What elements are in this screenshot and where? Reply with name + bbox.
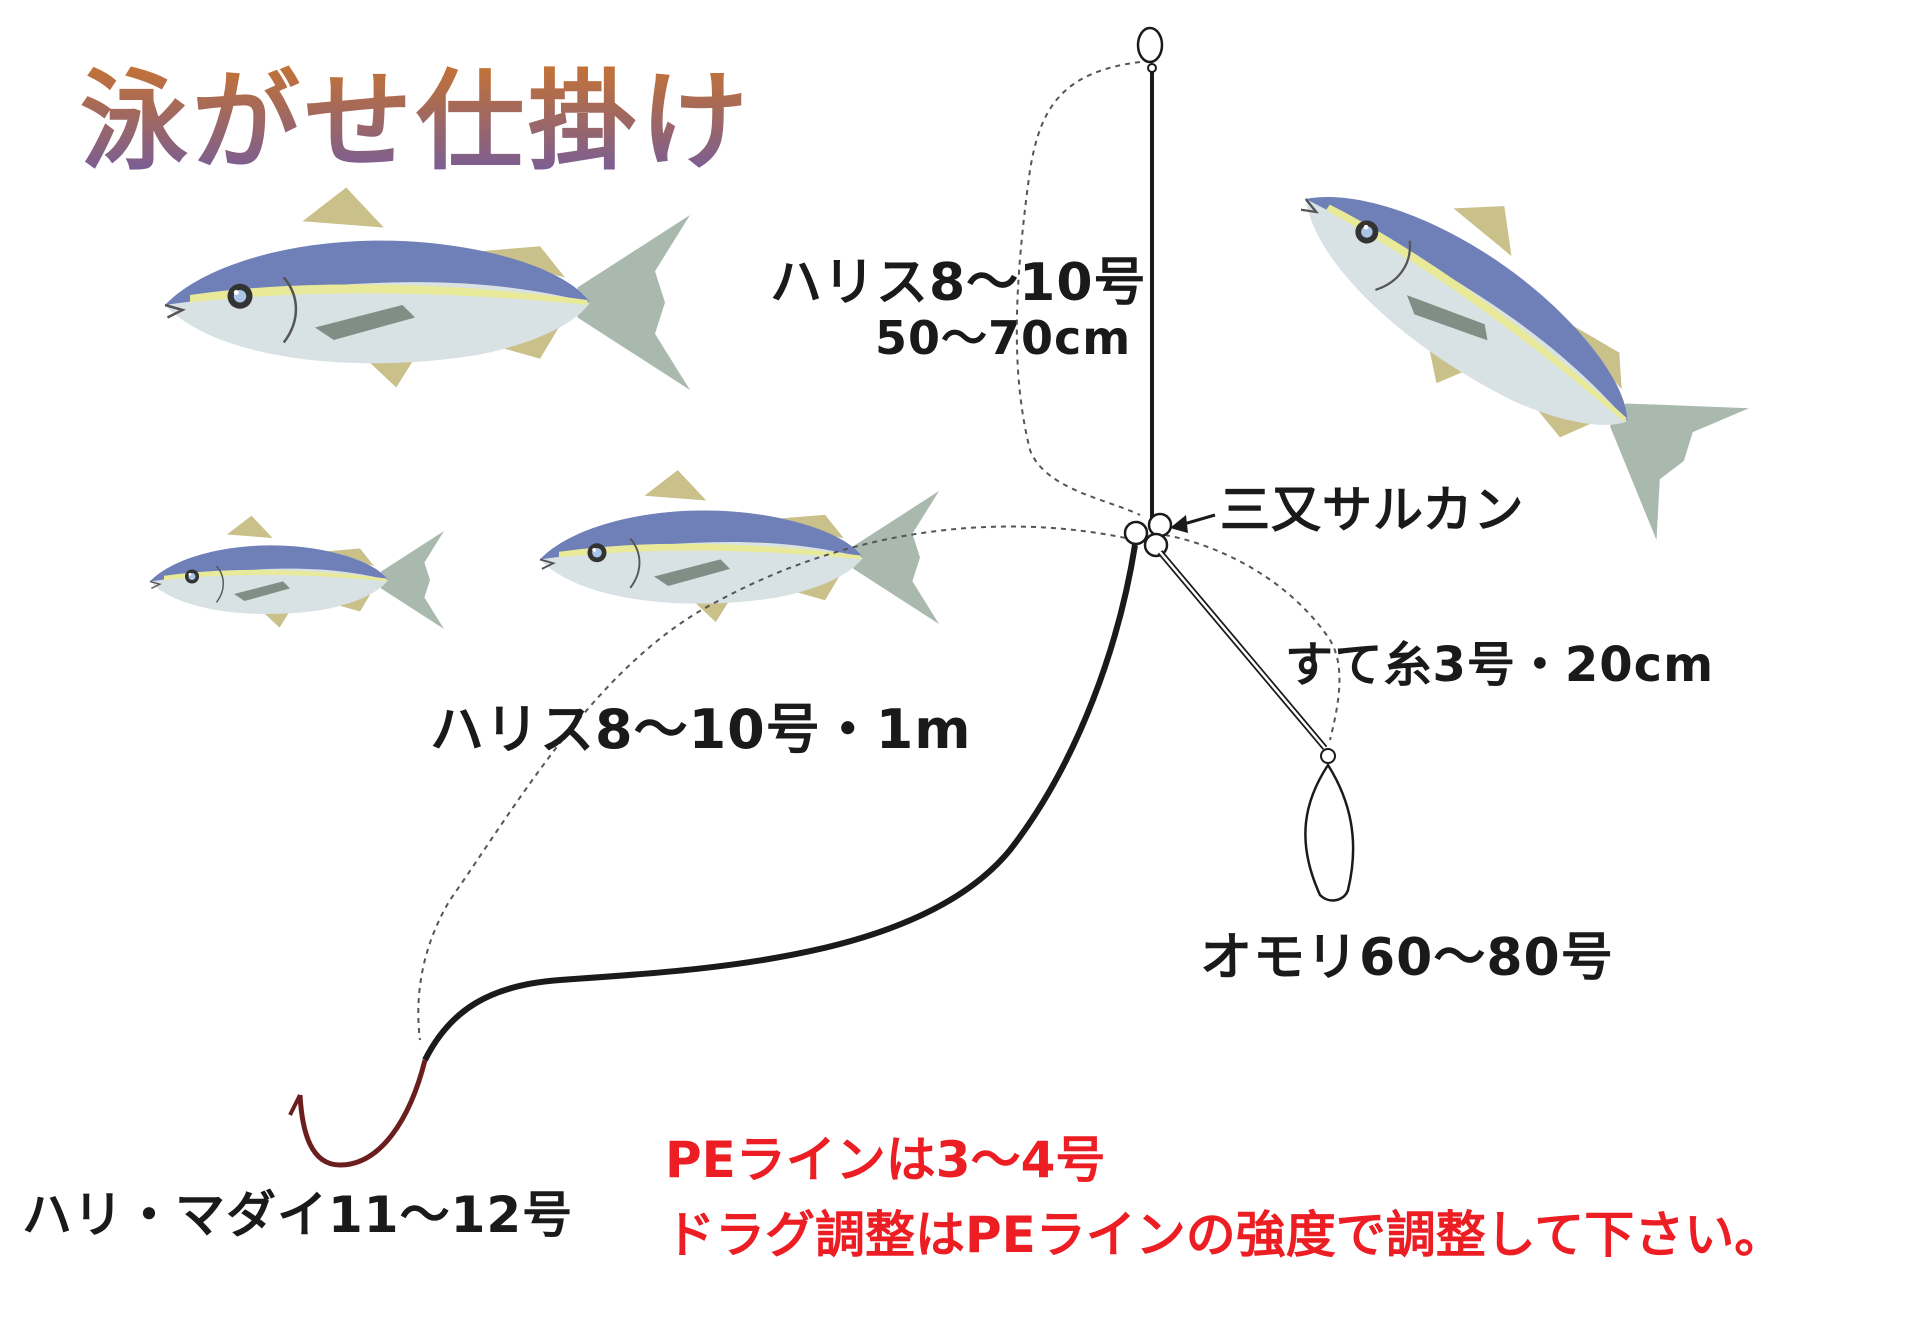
sinker-line-label: すて糸3号・20cm [1285,637,1715,693]
upper-leader-label: ハリス8〜10号 [770,253,1147,313]
upper-leader-length-label: 50〜70cm [875,311,1132,365]
hook-label: ハリ・マダイ11〜12号 [22,1186,574,1244]
diagram-title: 泳がせ仕掛け [80,35,752,191]
fish-middle-left [539,469,940,625]
fish-large-left [163,186,692,392]
sinker [1304,762,1355,902]
hook [297,1059,428,1168]
fish-small-left [149,514,445,630]
sinker-label: オモリ60〜80号 [1200,928,1614,988]
main-leader-label: ハリス8〜10号・1m [430,698,972,761]
upper-dashed-loop [1015,61,1141,516]
sinker-dashed-curve [1164,534,1341,741]
drag-note: ドラグ調整はPEラインの強度で調整して下さい。 [665,1206,1785,1264]
main-leader-line [422,544,1138,1062]
lower-dashed-curve [417,525,1136,1041]
top-snap [1136,26,1164,64]
pe-line-note: PEラインは3〜4号 [665,1131,1106,1189]
three-way-swivel [1123,512,1173,558]
swivel-label: 三又サルカン [1220,481,1525,539]
